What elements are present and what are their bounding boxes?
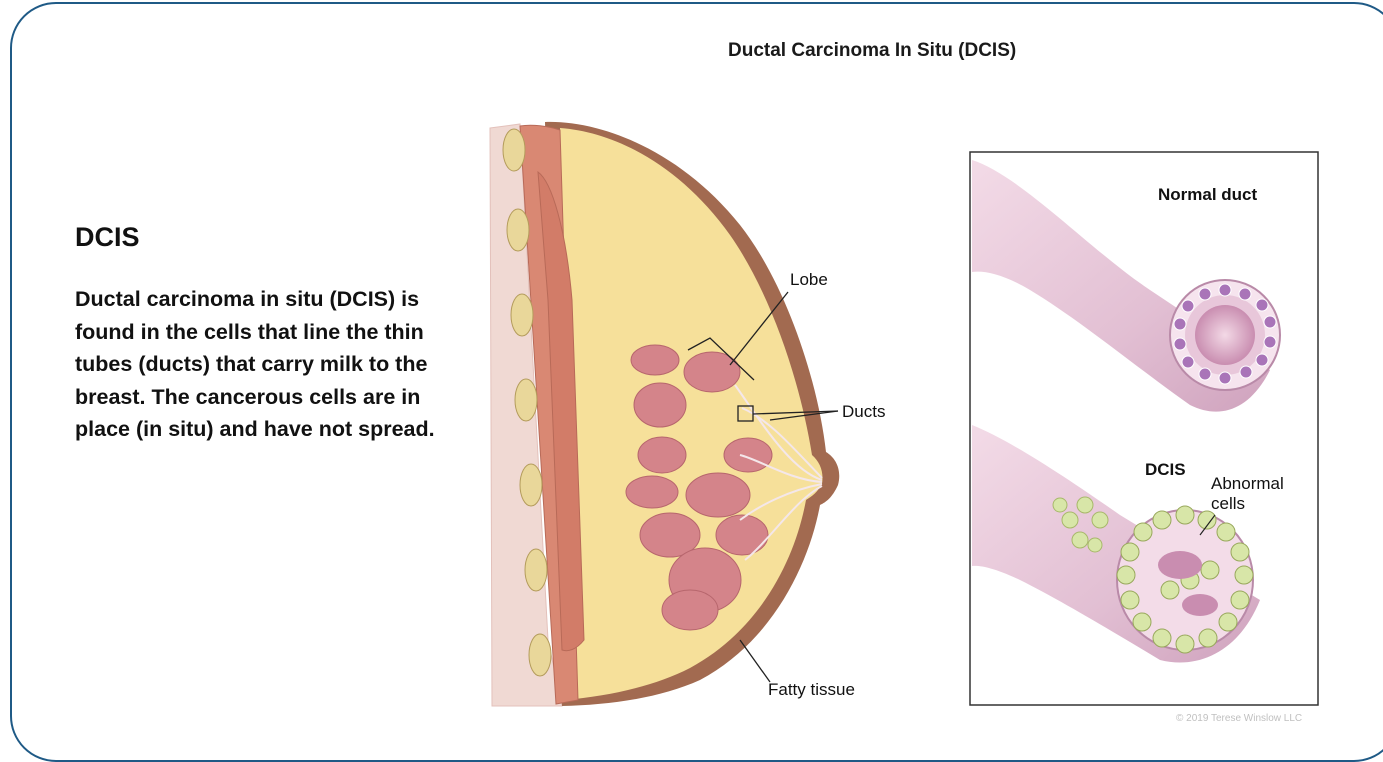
abnormal-cells-label-line2: cells [1211,494,1245,513]
duct-inset-panel: Normal duct DCIS Abnormal cells [970,152,1318,705]
breast-cross-section [490,122,839,706]
lobe-label: Lobe [790,270,828,289]
ducts-label: Ducts [842,402,885,421]
dcis-inset-label: DCIS [1145,460,1186,479]
fatty-tissue-label: Fatty tissue [768,680,855,699]
normal-duct-label: Normal duct [1158,185,1258,204]
copyright-notice: © 2019 Terese Winslow LLC [1176,713,1302,724]
abnormal-cells-label-line1: Abnormal [1211,474,1284,493]
fatty-tissue-leader [740,640,770,682]
dcis-illustration: Lobe Ducts Fatty tissue Normal duct [0,0,1383,739]
